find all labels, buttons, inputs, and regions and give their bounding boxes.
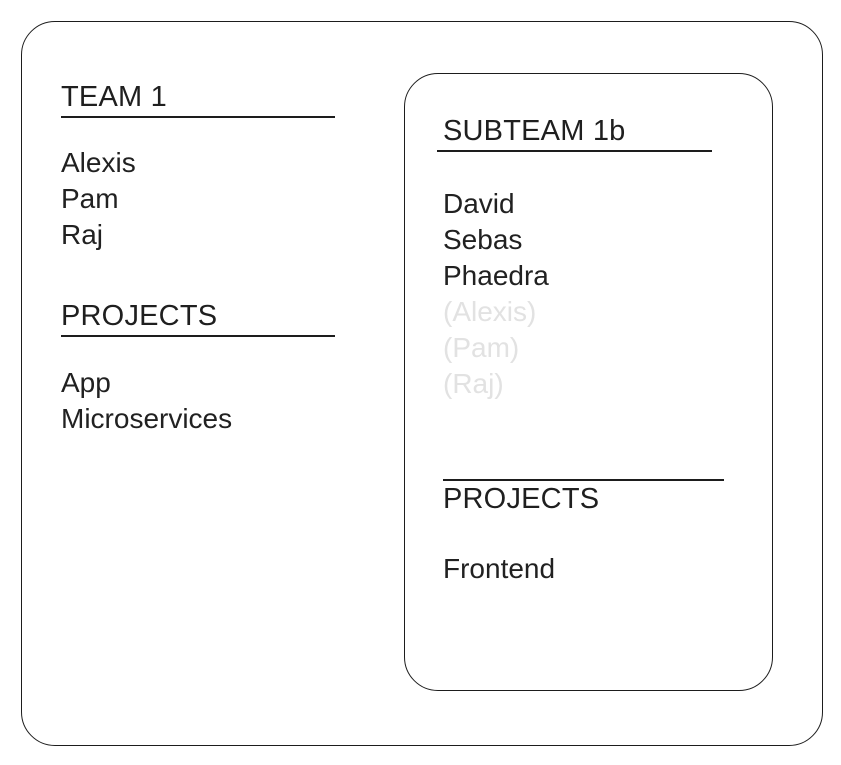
- subteam-1b-member-list: David Sebas Phaedra (Alexis) (Pam) (Raj): [443, 186, 549, 402]
- subteam-1b-projects-heading: PROJECTS: [443, 483, 600, 515]
- list-item: Raj: [61, 219, 104, 250]
- list-item-inherited: (Alexis): [443, 296, 537, 327]
- list-item: David: [443, 188, 515, 219]
- subteam-1b-container: [404, 73, 773, 691]
- team-1-projects-heading-rule: [61, 335, 335, 337]
- subteam-1b-heading-rule: [437, 150, 712, 152]
- team-1-heading-rule: [61, 116, 335, 118]
- list-item-inherited: (Raj): [443, 368, 504, 399]
- team-1-project-list: App Microservices: [61, 365, 232, 437]
- team-1-projects-heading: PROJECTS: [61, 300, 218, 332]
- list-item: Alexis: [61, 147, 136, 178]
- subteam-1b-projects-heading-rule: [443, 479, 724, 481]
- list-item: Pam: [61, 183, 119, 214]
- team-1-heading: TEAM 1: [61, 81, 167, 113]
- list-item: Sebas: [443, 224, 523, 255]
- list-item: Microservices: [61, 403, 233, 434]
- list-item: App: [61, 367, 111, 398]
- subteam-1b-project-list: Frontend: [443, 551, 555, 587]
- team-1-member-list: Alexis Pam Raj: [61, 145, 136, 253]
- list-item-inherited: (Pam): [443, 332, 520, 363]
- list-item: Frontend: [443, 553, 556, 584]
- list-item: Phaedra: [443, 260, 549, 291]
- subteam-1b-heading: SUBTEAM 1b: [443, 115, 626, 147]
